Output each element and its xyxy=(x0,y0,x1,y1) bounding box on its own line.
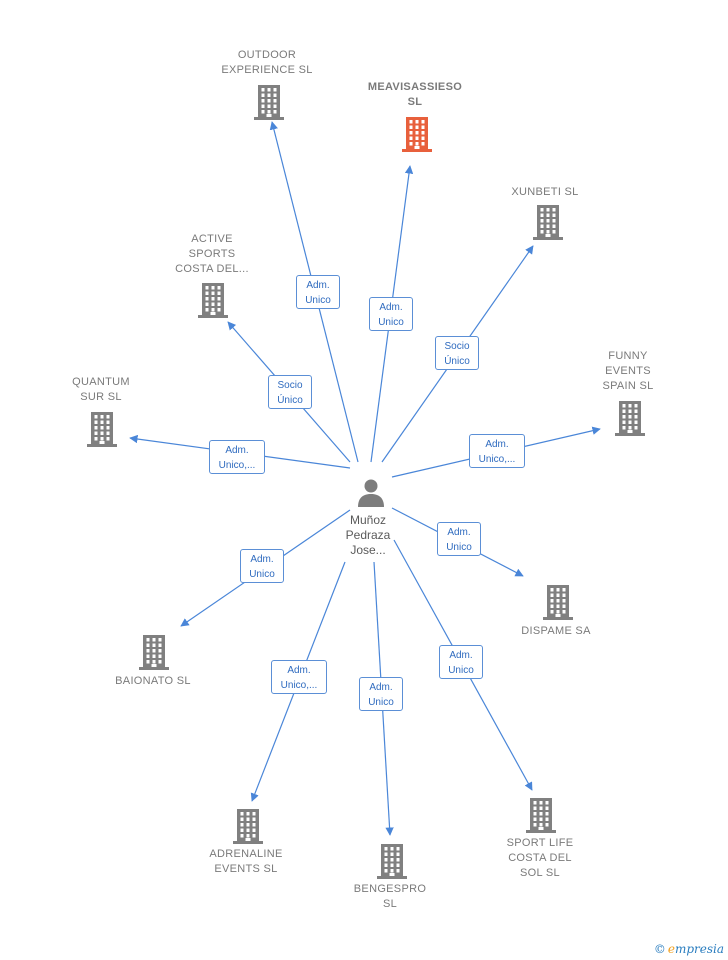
edge-role-label-bengespro[interactable]: Adm. Unico xyxy=(359,677,403,711)
building-icon xyxy=(254,85,284,120)
company-name-xunbeti[interactable]: XUNBETI SL xyxy=(511,185,579,198)
company-name-quantum[interactable]: QUANTUM SUR SL xyxy=(72,376,130,403)
edge-role-label-quantum[interactable]: Adm. Unico,... xyxy=(209,440,265,474)
building-icon xyxy=(87,412,117,447)
building-icon xyxy=(615,401,645,436)
building-icon xyxy=(543,585,573,620)
building-icon xyxy=(198,283,228,318)
company-name-adrenaline[interactable]: ADRENALINE EVENTS SL xyxy=(209,848,283,875)
copyright-icon: © xyxy=(653,942,666,956)
building-icon xyxy=(402,117,432,152)
company-name-dispame[interactable]: DISPAME SA xyxy=(521,624,591,637)
brand-initial: e xyxy=(667,942,675,956)
edge-role-label-xunbeti[interactable]: Socio Único xyxy=(435,336,479,370)
building-icon xyxy=(377,844,407,879)
building-icon xyxy=(533,205,563,240)
company-name-bengespro[interactable]: BENGESPRO SL xyxy=(353,883,427,910)
empresia-watermark: ©empresia xyxy=(654,942,724,956)
person-icon xyxy=(358,479,384,507)
company-name-sportlife[interactable]: SPORT LIFE COSTA DEL SOL SL xyxy=(506,836,574,879)
edge-role-label-baionato[interactable]: Adm. Unico xyxy=(240,549,284,583)
company-name-outdoor[interactable]: OUTDOOR EXPERIENCE SL xyxy=(221,49,313,76)
company-name-meavisassieso[interactable]: MEAVISASSIESO SL xyxy=(367,81,463,108)
edge-role-label-sportlife[interactable]: Adm. Unico xyxy=(439,645,483,679)
company-name-active[interactable]: ACTIVE SPORTS COSTA DEL... xyxy=(175,232,249,275)
company-name-baionato[interactable]: BAIONATO SL xyxy=(115,674,191,687)
edge-role-label-funny[interactable]: Adm. Unico,... xyxy=(469,434,525,468)
edge-role-label-dispame[interactable]: Adm. Unico xyxy=(437,522,481,556)
building-icon xyxy=(139,635,169,670)
edge-role-label-outdoor[interactable]: Adm. Unico xyxy=(296,275,340,309)
edge-role-label-meavisassieso[interactable]: Adm. Unico xyxy=(369,297,413,331)
edge-role-label-active[interactable]: Socio Único xyxy=(268,375,312,409)
building-icon xyxy=(526,798,556,833)
brand-name: mpresia xyxy=(674,942,724,956)
company-name-funny[interactable]: FUNNY EVENTS SPAIN SL xyxy=(602,349,654,392)
edge-role-label-adrenaline[interactable]: Adm. Unico,... xyxy=(271,660,327,694)
center-person-label[interactable]: Muñoz Pedraza Jose... xyxy=(345,513,391,557)
building-icon xyxy=(233,809,263,844)
